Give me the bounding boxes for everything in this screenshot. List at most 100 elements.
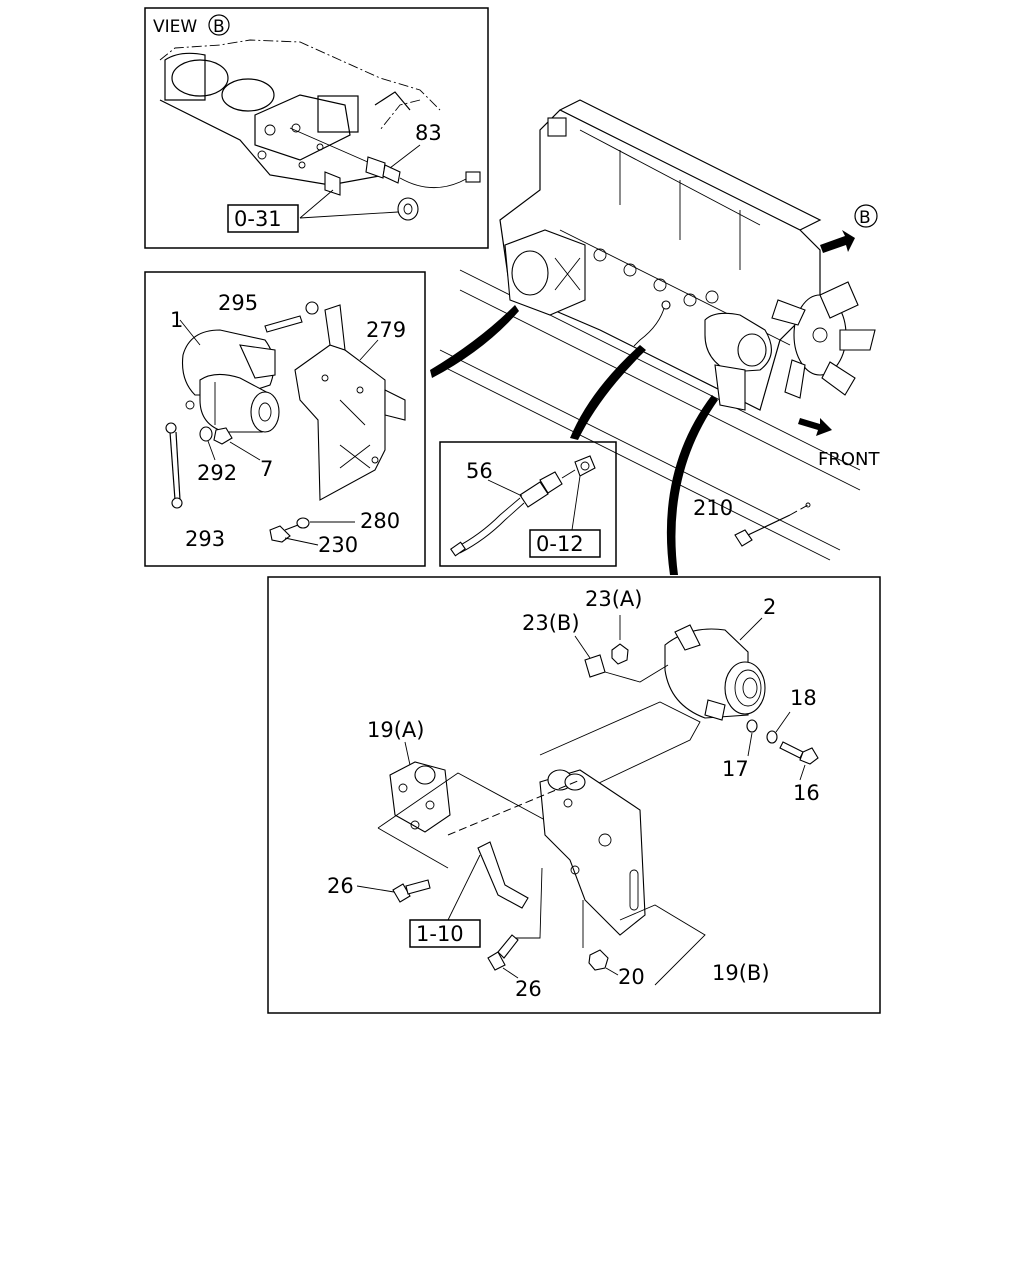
- washer-18: [766, 730, 778, 744]
- sensor-56-tip: [561, 469, 576, 479]
- bracket-hole-1: [321, 374, 329, 382]
- label-279: 279: [366, 318, 406, 342]
- label-18: 18: [790, 686, 817, 710]
- leader-26a: [356, 885, 395, 893]
- sensor-panel: 56 0-12: [439, 441, 617, 567]
- alternator-foot: [704, 699, 726, 721]
- starter-shaft: [258, 402, 272, 422]
- block-window: [317, 95, 359, 133]
- block-top-outline: [159, 39, 441, 111]
- engine-head-top: [559, 99, 822, 231]
- label-295: 295: [218, 291, 258, 315]
- bracket-slot-1: [339, 399, 366, 426]
- callout-alternator: [666, 395, 718, 575]
- leader-26b: [502, 967, 519, 979]
- bracket-19a-hole-1: [398, 783, 408, 793]
- engine-head-detail: [579, 129, 761, 270]
- sensor-83-wire: [399, 177, 469, 189]
- label-210: 210: [693, 496, 733, 520]
- engine-sensor-wire: [633, 304, 666, 347]
- engine-alt-bracket: [714, 364, 746, 411]
- leader-1-10: [447, 854, 481, 921]
- bolt-295-head: [305, 301, 319, 315]
- washer-292: [199, 426, 213, 442]
- leader-20: [605, 967, 619, 976]
- sensor-83-hex: [382, 164, 401, 184]
- leader-56: [487, 479, 523, 497]
- view-b-title: VIEW: [153, 17, 197, 37]
- bore-2: [221, 78, 275, 112]
- cable-293-eye-bottom: [171, 497, 183, 509]
- bolt-210-head: [734, 529, 753, 547]
- starter-panel: 1 295 279 292 7 293 2: [144, 271, 426, 567]
- link-19a-bottom: [377, 827, 449, 869]
- engine-port-3: [653, 278, 667, 292]
- block-flange: [164, 52, 206, 101]
- adapter-0-12: [574, 455, 596, 477]
- ref-0-31: 0-31: [234, 207, 282, 231]
- washer-0-31: [397, 197, 419, 221]
- label-1: 1: [170, 308, 183, 332]
- bolt-210-hole: [805, 502, 811, 508]
- strap-1-10: [477, 841, 529, 909]
- leader-2: [739, 617, 763, 641]
- label-280: 280: [360, 509, 400, 533]
- bracket-hole-2: [356, 386, 364, 394]
- view-b-panel: VIEW B 83 0-31: [144, 7, 489, 249]
- bolt-26a-head: [392, 883, 411, 903]
- leader-18: [775, 711, 791, 733]
- label-16: 16: [793, 781, 820, 805]
- block-face: [254, 94, 351, 161]
- bracket-ear: [384, 389, 406, 421]
- label-83: 83: [415, 121, 442, 145]
- bolt-16-head: [799, 747, 819, 765]
- engine-cap: [547, 117, 567, 137]
- ref-box-1-10: [409, 919, 481, 948]
- bore-1: [171, 59, 229, 97]
- bracket-19b-hole-1: [598, 833, 612, 847]
- block-hole-4: [316, 143, 324, 151]
- block-hole-5: [298, 161, 306, 169]
- fan-blade-4: [784, 359, 806, 399]
- bolt-210-axis: [789, 504, 809, 516]
- cable-293: [169, 431, 176, 501]
- leader-279: [359, 339, 379, 361]
- plug-0-31: [324, 171, 341, 196]
- sensor-83-body: [365, 156, 386, 179]
- sensor-56-connector: [450, 541, 466, 557]
- leader-0-31-a: [299, 189, 334, 219]
- fan-blade-1: [819, 281, 859, 319]
- bracket-x-2: [339, 444, 371, 469]
- engine-starter-face: [511, 250, 549, 296]
- alternator-pulley-groove-1: [734, 669, 762, 707]
- sensor-56-body: [519, 481, 549, 508]
- adapter-0-12-bore: [580, 461, 590, 471]
- frame-rail-top-b: [459, 289, 861, 491]
- label-292: 292: [197, 461, 237, 485]
- ref-box-0-31: [227, 204, 299, 233]
- link-19b: [619, 904, 706, 986]
- leader-23b: [574, 635, 591, 659]
- label-17: 17: [722, 757, 749, 781]
- view-b-marker: B: [859, 208, 871, 228]
- alternator-ear: [674, 624, 701, 651]
- washer-0-31-hole: [403, 203, 413, 215]
- starter-end-cap: [250, 391, 280, 433]
- washer-280: [296, 517, 310, 529]
- block-rib: [374, 91, 411, 111]
- engine-port-5: [705, 290, 719, 304]
- link-19a-top: [377, 772, 546, 829]
- starter-mount-hole: [185, 400, 195, 410]
- block-lower-edge: [159, 99, 386, 186]
- leader-19a: [404, 741, 411, 766]
- engine-port-2: [623, 263, 637, 277]
- nut-7: [213, 427, 233, 445]
- view-b-arrow: [820, 230, 855, 253]
- leader-0-12: [571, 475, 581, 531]
- label-26a: 26: [327, 874, 354, 898]
- bolt-26b-shank: [497, 934, 519, 959]
- engine-starter-x: [554, 257, 581, 291]
- bracket-19a-hole-2: [425, 800, 435, 810]
- bolt-230-shank: [284, 524, 299, 531]
- leader-83: [389, 144, 421, 169]
